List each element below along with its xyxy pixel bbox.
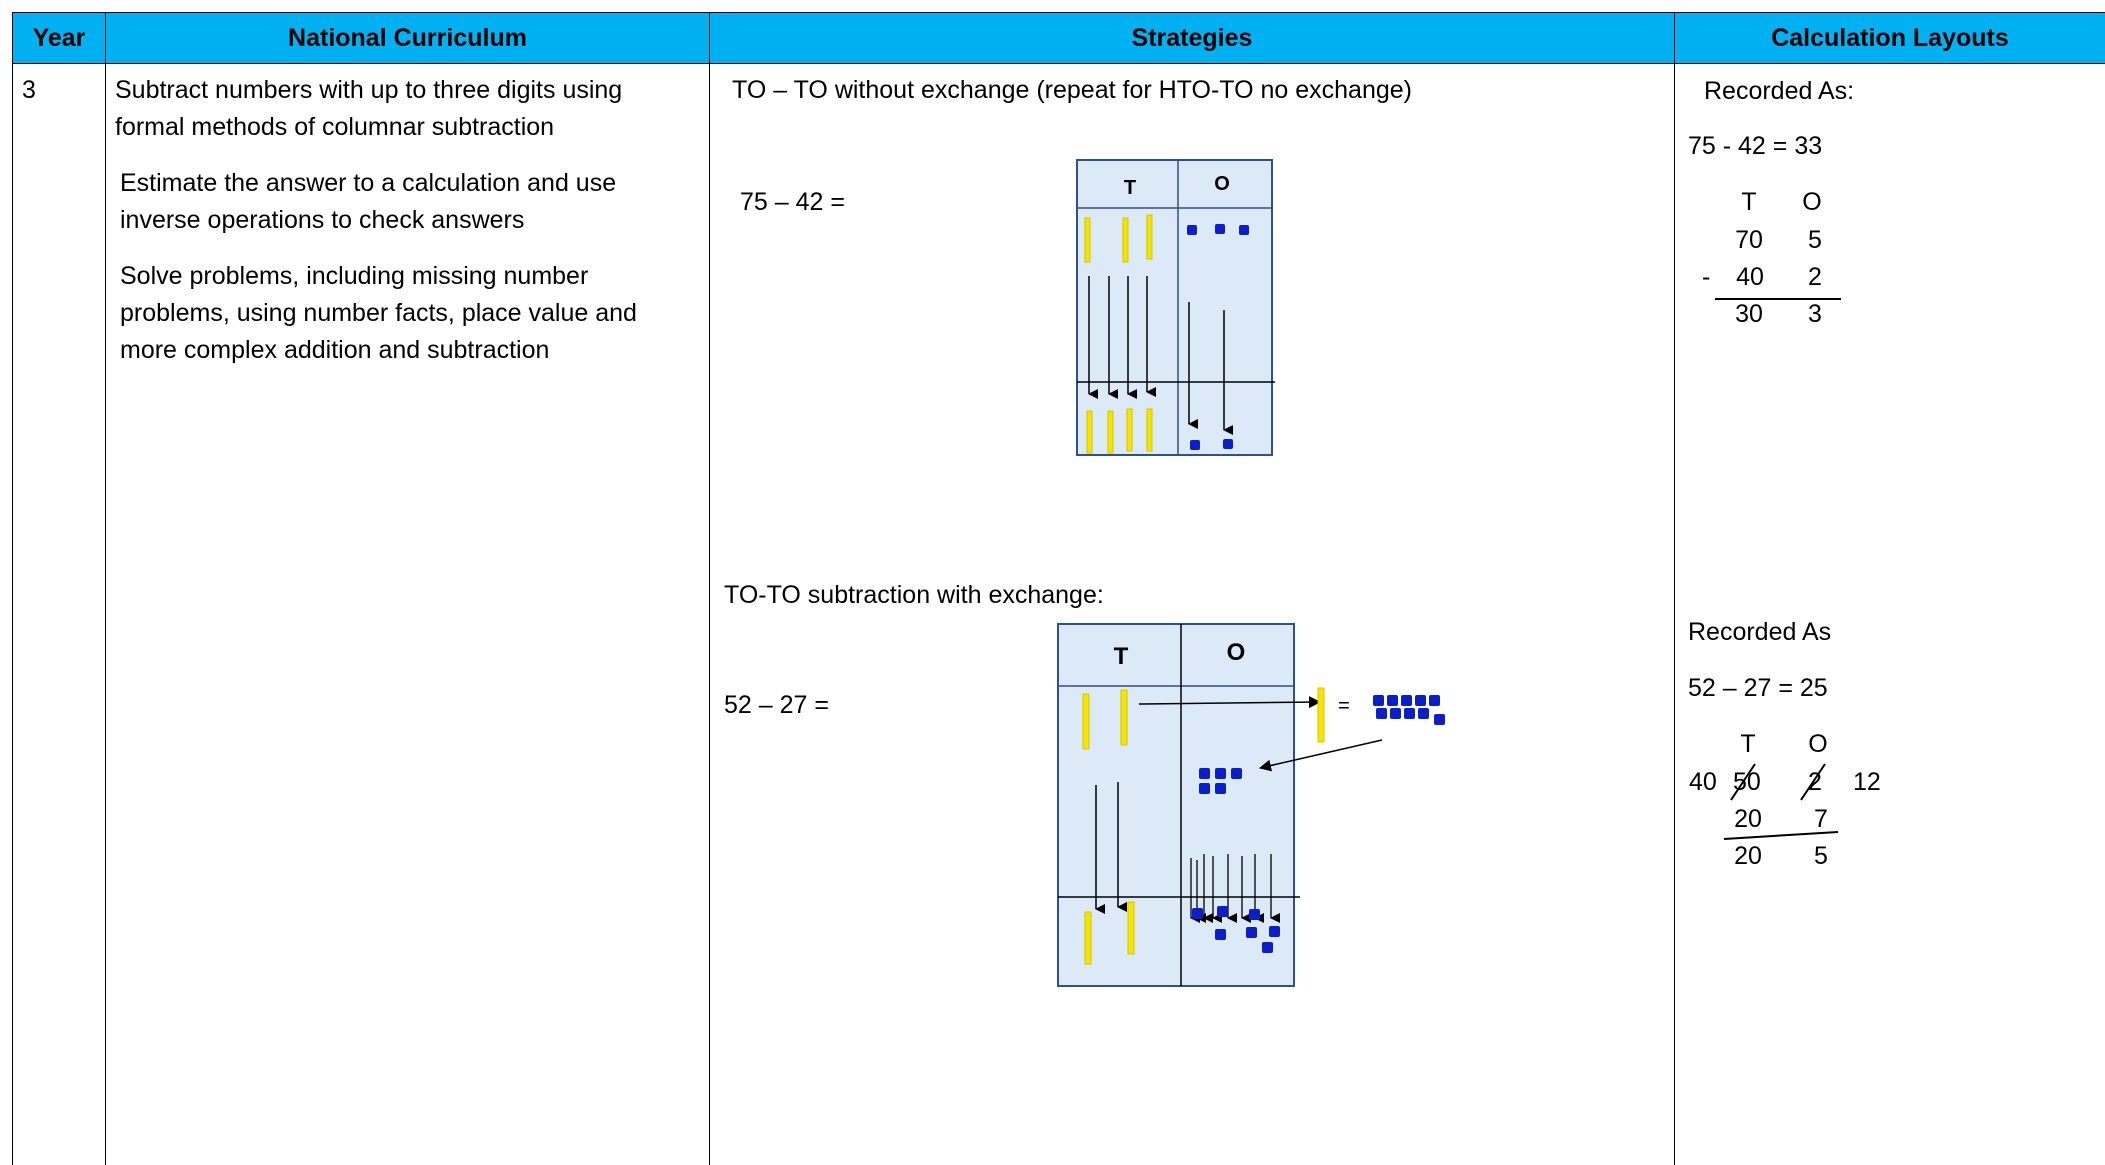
ten-rod [1122, 217, 1129, 263]
one-cube [1215, 768, 1226, 779]
header-strategies: Strategies [710, 13, 1674, 63]
tens-ones-panel [1057, 623, 1295, 987]
layout2-head-t: T [1740, 730, 1756, 758]
layout1-row2-o: 2 [1808, 263, 1822, 291]
one-cube [1239, 225, 1249, 235]
one-cube [1190, 440, 1200, 450]
layout1-row1-o: 5 [1808, 226, 1822, 254]
curriculum-p3-line1: Solve problems, including missing number [120, 262, 589, 290]
one-cube [1231, 768, 1242, 779]
layout2-row2-o: 7 [1814, 805, 1828, 833]
layout1-answer-t: 30 [1735, 300, 1763, 328]
layout1-answer-line [1715, 298, 1841, 300]
diagram-col-t: T [1124, 177, 1136, 199]
header-calculation-layouts: Calculation Layouts [1675, 13, 2105, 63]
layout2-cross-outs [1730, 763, 1826, 801]
layout2-exchanged-tens: 40 [1689, 768, 1717, 796]
table-top-border [12, 12, 2105, 13]
one-cube [1215, 929, 1226, 940]
layout1-caption: Recorded As: [1704, 77, 1855, 105]
ten-rod [1126, 408, 1133, 452]
col-border-1 [105, 12, 106, 1165]
one-cube [1199, 768, 1210, 779]
curriculum-p2-line2: inverse operations to check answers [120, 206, 525, 234]
one-cube [1217, 906, 1228, 917]
ten-rod [1082, 693, 1090, 750]
diagram-col-o: O [1214, 173, 1230, 195]
layout1-head-o: O [1802, 188, 1822, 216]
ten-rod [1084, 217, 1091, 263]
header-year: Year [13, 13, 105, 63]
one-cube [1223, 439, 1233, 449]
one-cube [1199, 783, 1210, 794]
diagram-col-o: O [1227, 639, 1246, 666]
layout2-exchanged-ones: 12 [1853, 768, 1881, 796]
layout1-minus: - [1702, 263, 1711, 291]
diagram-col-t: T [1114, 643, 1129, 670]
strategy1-heading: TO – TO without exchange (repeat for HTO… [732, 76, 1412, 104]
one-cube [1187, 225, 1197, 235]
header-national-curriculum: National Curriculum [106, 13, 709, 63]
col-border-left [12, 12, 13, 1165]
exchanged-ten-rod [1317, 687, 1325, 743]
header-bottom-border [12, 63, 2105, 64]
layout1-row2-t: 40 [1736, 263, 1764, 291]
strategy1-sum: 75 – 42 = [740, 188, 845, 216]
exchange-equals: = [1338, 695, 1350, 717]
ten-rod [1086, 410, 1093, 454]
curriculum-p1-line1: Subtract numbers with up to three digits… [115, 76, 623, 104]
strategy2-sum: 52 – 27 = [724, 691, 829, 719]
layout1-head-t: T [1741, 188, 1757, 216]
layout2-answer-line [1723, 831, 1839, 840]
tens-ones-panel [1076, 159, 1273, 456]
one-cube [1269, 926, 1280, 937]
col-border-3 [1674, 12, 1675, 1165]
ten-ones-group [1373, 695, 1445, 725]
layout2-head-o: O [1808, 730, 1828, 758]
ten-rod [1127, 901, 1135, 955]
one-cube [1249, 909, 1260, 920]
ten-rod [1107, 410, 1114, 454]
curriculum-p1-line2: formal methods of columnar subtraction [115, 113, 555, 141]
strategy2-heading: TO-TO subtraction with exchange: [724, 581, 1104, 609]
place-value-diagram-with-exchange: T O = [1057, 623, 1445, 987]
ten-rod [1084, 911, 1092, 965]
place-value-diagram-no-exchange: T O [1076, 159, 1275, 456]
layout1-answer-o: 3 [1808, 300, 1822, 328]
one-cube [1246, 927, 1257, 938]
layout2-answer-o: 5 [1814, 842, 1828, 870]
ten-rod [1146, 408, 1153, 452]
layout1-row1-t: 70 [1735, 226, 1763, 254]
one-cube [1215, 783, 1226, 794]
one-cube [1262, 942, 1273, 953]
col-border-2 [709, 12, 710, 1165]
one-cube [1215, 224, 1225, 234]
ten-rod [1146, 214, 1153, 260]
layout2-row2-t: 20 [1734, 805, 1762, 833]
curriculum-p3-line3: more complex addition and subtraction [120, 336, 550, 364]
one-cube [1192, 908, 1203, 919]
year-value: 3 [22, 76, 36, 104]
layout1-equation: 75 - 42 = 33 [1688, 132, 1823, 160]
layout2-equation: 52 – 27 = 25 [1688, 674, 1828, 702]
ten-rod [1120, 689, 1128, 746]
curriculum-p3-line2: problems, using number facts, place valu… [120, 299, 637, 327]
layout2-caption: Recorded As [1688, 618, 1832, 646]
layout2-answer-t: 20 [1734, 842, 1762, 870]
curriculum-p2-line1: Estimate the answer to a calculation and… [120, 169, 617, 197]
